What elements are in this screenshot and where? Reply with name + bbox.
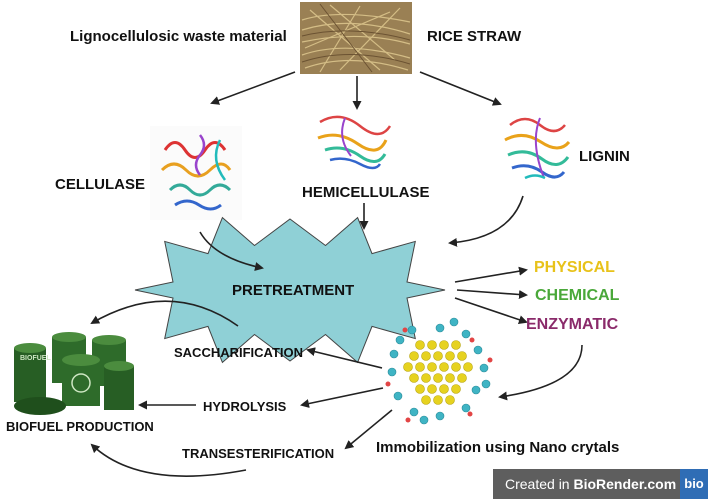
arrow-cellulase-to-pretreatment <box>199 231 264 271</box>
chemical-label: CHEMICAL <box>535 287 620 304</box>
hemicellulase-protein-image <box>317 115 392 170</box>
arrow-nano-to-saccharification <box>306 347 383 369</box>
transesterification-label: TRANSESTERIFICATION <box>182 446 335 461</box>
arrow-straw-to-cellulase <box>210 71 296 105</box>
barrel-text: BIOFUEL <box>20 355 51 362</box>
biorender-watermark[interactable]: Created in BioRender.com bio <box>493 469 708 499</box>
cellulase-protein-image <box>150 126 242 220</box>
biorender-logo-icon: bio <box>680 469 708 499</box>
pretreatment-starburst <box>134 216 446 364</box>
saccharification-label: SACCHARIFICATION <box>174 345 304 360</box>
arrow-to-enzymatic <box>454 297 528 325</box>
arrow-to-physical <box>454 266 528 283</box>
lignin-label: LIGNIN <box>579 148 630 165</box>
arrow-to-chemical <box>456 289 528 299</box>
lignocellulosic-label: Lignocellulosic waste material <box>70 28 287 45</box>
hemicellulase-label: HEMICELLULASE <box>302 184 430 201</box>
enzymatic-label: ENZYMATIC <box>526 316 619 333</box>
rice-straw-label: RICE STRAW <box>427 28 522 45</box>
arrow-enzymatic-to-nano <box>498 344 583 401</box>
rice-straw-image <box>300 2 412 74</box>
biofuel-barrels-image <box>14 332 134 415</box>
nano-crystal-image <box>385 317 493 425</box>
arrow-transesterification-to-biofuel <box>90 443 247 477</box>
cellulase-label: CELLULASE <box>55 176 145 193</box>
biofuel-production-label: BIOFUEL PRODUCTION <box>6 419 154 434</box>
arrow-nano-to-hydrolysis <box>300 387 384 408</box>
arrow-nano-to-transesterification <box>344 409 393 450</box>
pretreatment-label: PRETREATMENT <box>232 282 355 299</box>
arrow-straw-to-lignin <box>419 71 502 106</box>
arrow-lignin-to-pretreatment <box>448 195 524 247</box>
immobilization-label: Immobilization using Nano crytals <box>376 439 620 456</box>
hydrolysis-label: HYDROLYSIS <box>203 399 287 414</box>
arrow-pretreatment-to-biofuel <box>90 300 239 327</box>
watermark-text: Created in BioRender.com <box>505 476 677 492</box>
lignin-protein-image <box>504 117 571 180</box>
physical-label: PHYSICAL <box>534 259 615 276</box>
